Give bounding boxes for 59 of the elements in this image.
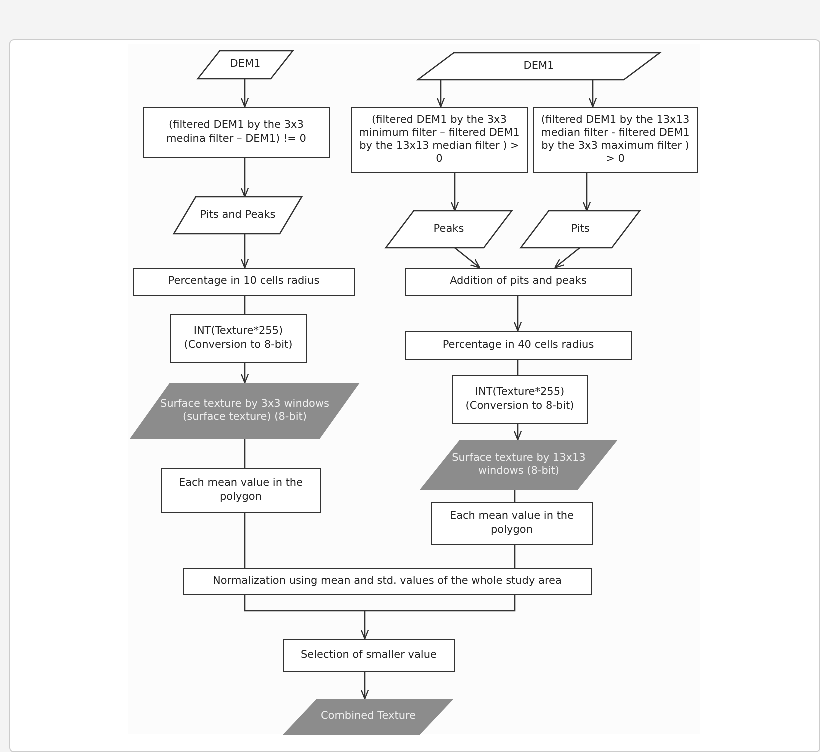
process-box	[405, 331, 632, 360]
data-parallelogram	[174, 197, 302, 234]
node-text: (filtered DEM1 by the 3x3 medina filter – DEM1) != 0	[166, 119, 308, 146]
node-text: Surface texture by 13x13 windows (8-bit)	[451, 452, 587, 478]
node-text: Normalization using mean and std. values of the whole study area	[212, 574, 563, 588]
arrow	[360, 672, 370, 700]
process-box	[452, 375, 588, 424]
node-text: Peaks	[432, 222, 466, 236]
arrow	[244, 594, 516, 640]
arrow	[454, 248, 481, 269]
process-box	[143, 107, 330, 158]
data-parallelogram	[386, 211, 512, 248]
node-text: INT(Texture*255) (Conversion to 8-bit)	[183, 325, 294, 352]
connector-line	[244, 513, 246, 568]
node-text: Combined Texture	[320, 710, 418, 724]
node-text: (filtered DEM1 by the 3x3 minimum filter – filtered DEM1 by the 13x13 median filter ) > 0	[358, 114, 521, 166]
connector-line	[244, 439, 246, 468]
data-parallelogram	[521, 211, 640, 248]
node-text: DEM1	[229, 58, 262, 72]
process-box	[183, 568, 592, 595]
node-text: Pits	[570, 222, 591, 236]
arrow	[240, 158, 250, 198]
connector-line	[244, 296, 246, 314]
process-box	[133, 268, 355, 296]
output-parallelogram	[420, 440, 618, 490]
arrow	[514, 424, 522, 441]
output-parallelogram	[283, 699, 454, 735]
node-text: Pits and Peaks	[199, 208, 277, 222]
node-text: DEM1	[522, 60, 556, 74]
process-box	[431, 502, 593, 545]
node-text: (filtered DEM1 by the 13x13 median filter - filtered DEM1 by the 3x3 maximum filter ) > 0	[540, 114, 691, 166]
process-box	[283, 639, 455, 672]
node-text: INT(Texture*255) (Conversion to 8-bit)	[464, 386, 576, 413]
process-box	[351, 107, 528, 173]
node-text: Addition of pits and peaks	[449, 275, 588, 289]
connector-line	[514, 545, 516, 568]
node-text: Percentage in 40 cells radius	[442, 338, 596, 352]
arrow	[588, 80, 598, 108]
arrow	[240, 363, 250, 384]
arrow	[554, 248, 580, 269]
node-text: Surface texture by 3x3 windows (surface texture) (8-bit)	[159, 398, 331, 424]
arrow	[240, 234, 250, 269]
process-box	[170, 314, 307, 363]
arrow	[514, 296, 522, 332]
arrow	[436, 80, 446, 108]
data-parallelogram	[198, 51, 293, 79]
connector-line	[514, 490, 516, 502]
node-text: Each mean value in the polygon	[178, 477, 304, 504]
arrow	[450, 173, 460, 212]
connector-line	[517, 360, 519, 375]
process-box	[405, 268, 632, 296]
process-box	[533, 107, 698, 173]
node-text: Percentage in 10 cells radius	[167, 275, 321, 289]
arrow	[240, 79, 250, 108]
arrow	[582, 173, 592, 212]
output-parallelogram	[130, 383, 360, 439]
process-box	[161, 468, 321, 513]
node-text: Each mean value in the polygon	[448, 510, 576, 537]
node-text: Selection of smaller value	[300, 648, 438, 662]
